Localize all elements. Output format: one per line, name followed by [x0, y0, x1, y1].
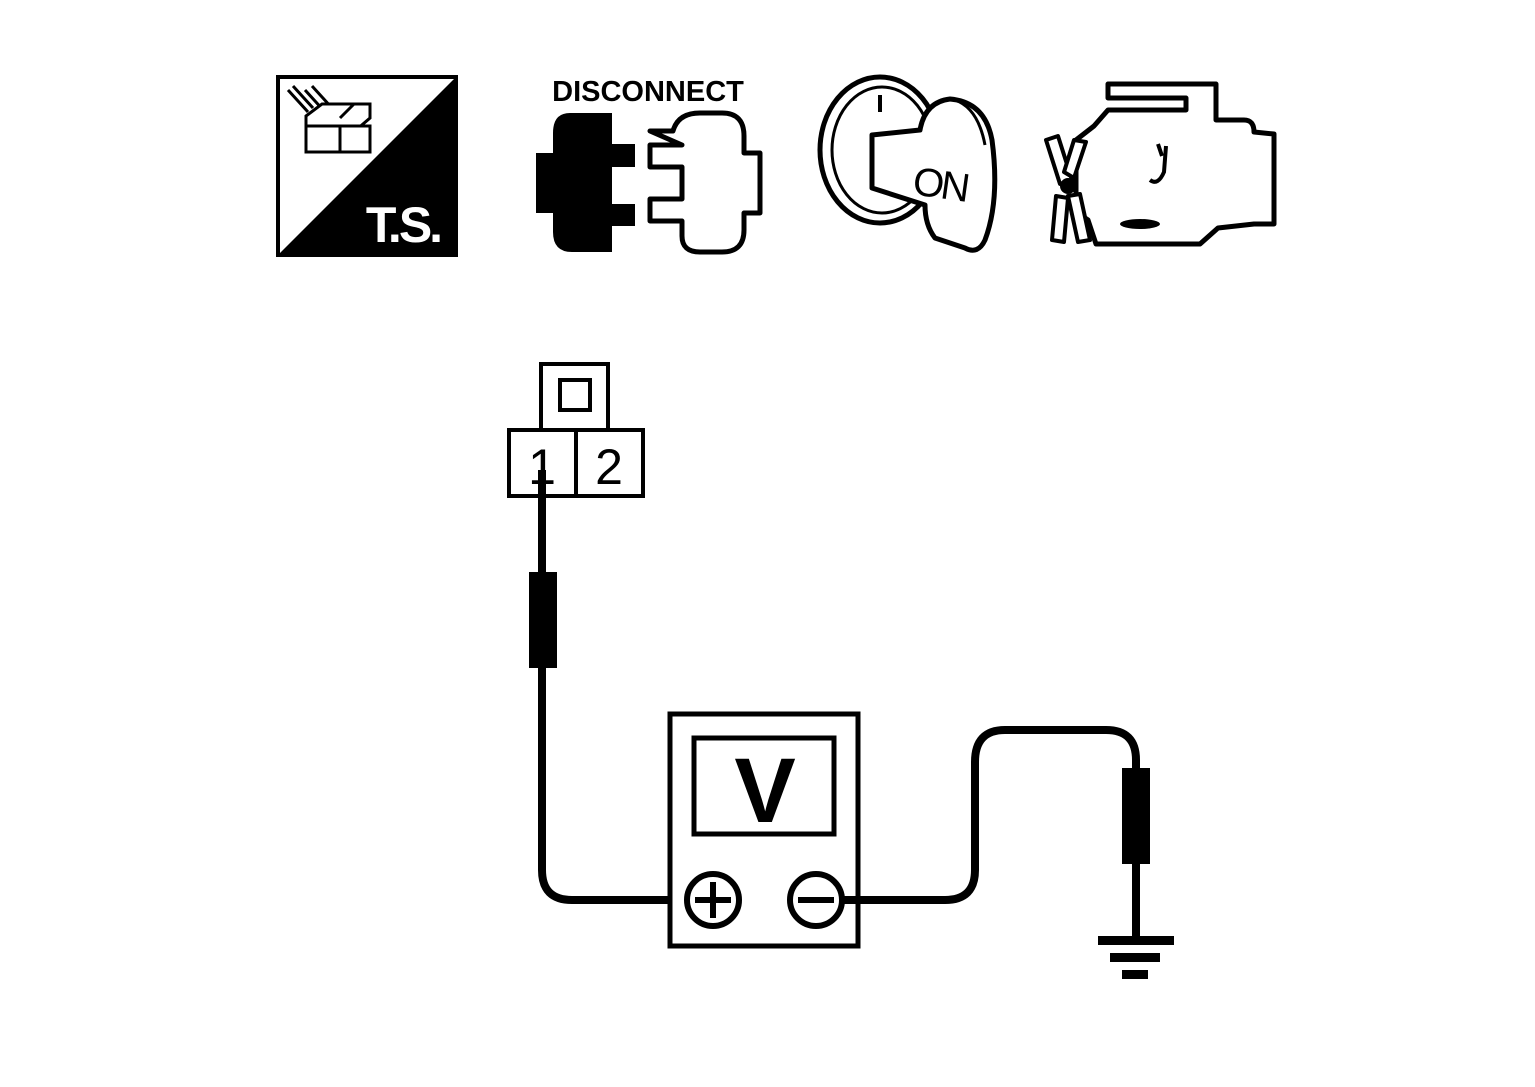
positive-terminal: [684, 871, 742, 929]
troubleshooting-icon: T.S.: [276, 75, 458, 257]
disconnect-connector-icon: DISCONNECT: [536, 76, 763, 255]
meter-display-label: V: [734, 740, 795, 842]
on-label: ON: [910, 159, 970, 210]
ground-symbol-icon: [1098, 936, 1174, 979]
disconnect-label: DISCONNECT: [552, 76, 744, 108]
engine-fan-icon: [1044, 81, 1277, 247]
probe-handle-ground: [1122, 768, 1150, 864]
ts-label: T.S.: [366, 197, 440, 253]
probe-handle: [529, 572, 557, 668]
positive-probe-wire: [529, 470, 690, 904]
connector: 1 2: [507, 362, 645, 498]
voltmeter: V: [667, 711, 861, 949]
terminal-2: [574, 428, 645, 498]
negative-terminal: [787, 871, 845, 929]
terminal-2-label: 2: [595, 439, 623, 495]
small-connector-icon: [286, 84, 372, 154]
meter-display: [691, 735, 837, 837]
negative-probe-wire: [842, 726, 1150, 938]
ignition-key-on-icon: ON: [817, 74, 998, 253]
